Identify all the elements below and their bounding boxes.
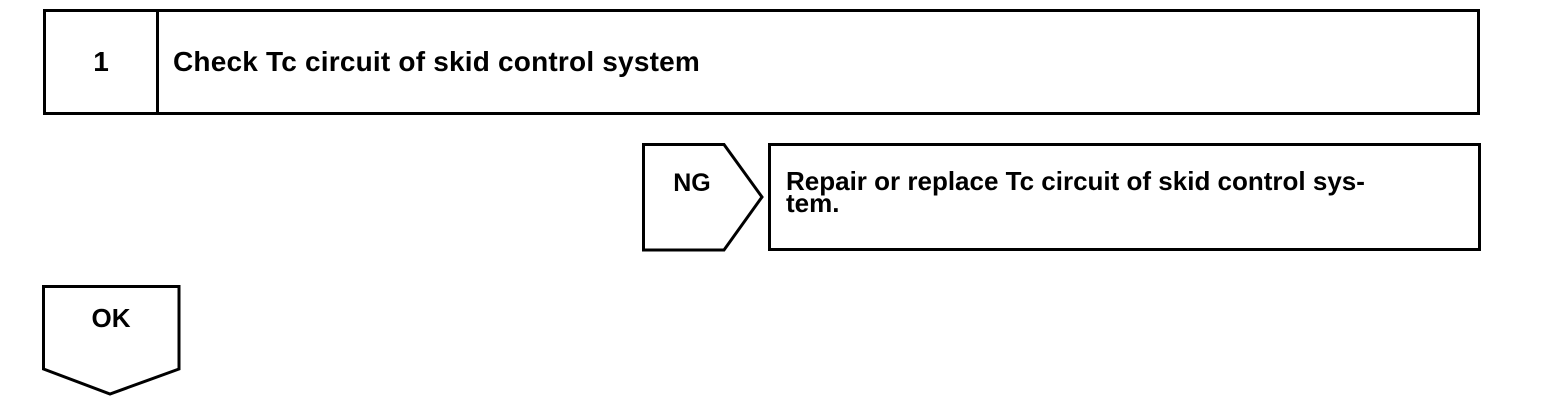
ng-label: NG: [673, 168, 711, 197]
ok-arrow-shape: [42, 285, 181, 396]
step-title: Check Tc circuit of skid control system: [173, 46, 700, 77]
step-number: 1: [46, 12, 159, 112]
ng-action-box: Repair or replace Tc circuit of skid con…: [768, 143, 1481, 251]
ng-arrow-shape: [642, 143, 764, 252]
ng-arrow-tag: NG: [642, 143, 764, 252]
step-box: 1 Check Tc circuit of skid control syste…: [43, 9, 1480, 115]
ng-action-text-line2: tem.: [786, 188, 840, 218]
ng-action-text-line1: Repair or replace Tc circuit of skid con…: [786, 166, 1365, 196]
ok-label: OK: [91, 303, 131, 333]
ok-arrow-tag: OK: [42, 285, 182, 397]
